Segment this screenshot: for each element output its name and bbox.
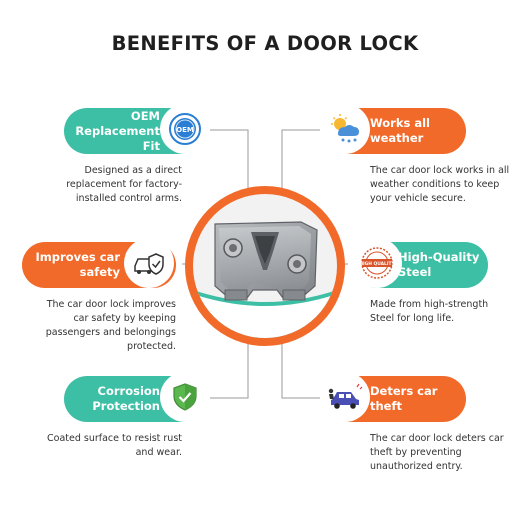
benefit-desc-line: your vehicle secure. bbox=[370, 193, 466, 204]
benefit-desc-line: installed control arms. bbox=[75, 193, 182, 204]
benefit-label-theft: Deters car theft bbox=[370, 384, 437, 414]
benefit-icon-badge-quality: HIGH QUALITY bbox=[352, 238, 402, 288]
benefit-label-line1: High-Quality bbox=[398, 250, 480, 264]
benefit-pill-theft: Deters car theft bbox=[326, 376, 466, 422]
benefit-desc-line: Steel for long life. bbox=[370, 313, 455, 324]
benefit-desc-line: The car door lock works in all bbox=[370, 165, 510, 176]
benefit-label-safety: Improves car safety bbox=[36, 250, 120, 280]
benefit-icon-badge-corrosion bbox=[160, 372, 210, 422]
benefit-desc-line: and wear. bbox=[135, 447, 182, 458]
benefit-desc-line: passengers and belongings bbox=[45, 327, 176, 338]
benefit-desc-line: replacement for factory- bbox=[66, 179, 182, 190]
benefit-label-line1: Deters car bbox=[370, 384, 438, 398]
door-lock-latch-photo bbox=[193, 221, 337, 338]
benefit-desc-safety: The car door lock improves car safety by … bbox=[28, 298, 176, 354]
connector-theft bbox=[281, 338, 320, 399]
benefit-desc-line: theft by preventing bbox=[370, 447, 462, 458]
connector-weather bbox=[281, 129, 320, 198]
benefit-label-quality: High-Quality Steel bbox=[398, 250, 479, 280]
benefit-label-line2: safety bbox=[79, 265, 120, 279]
benefit-desc-corrosion: Coated surface to resist rust and wear. bbox=[32, 432, 182, 460]
benefit-label-line2: Steel bbox=[398, 265, 432, 279]
benefit-icon-badge-weather bbox=[320, 104, 370, 154]
high-quality-stamp-text: HIGH QUALITY bbox=[359, 261, 395, 267]
oem-badge-text: OEM bbox=[176, 126, 194, 134]
benefit-label-line1: OEM bbox=[130, 108, 160, 123]
benefit-icon-badge-oem: OEM bbox=[160, 104, 210, 154]
benefit-label-oem: OEM Replacement Fit bbox=[64, 109, 160, 154]
benefit-desc-line: Designed as a direct bbox=[84, 165, 183, 176]
benefit-label-line1: Works all bbox=[370, 116, 430, 130]
benefit-desc-line: weather conditions to keep bbox=[370, 179, 500, 190]
shield-check-icon bbox=[173, 383, 197, 411]
benefit-label-line2: Replacement Fit bbox=[75, 123, 160, 153]
oem-badge-icon: OEM bbox=[169, 113, 201, 145]
benefit-label-line2: weather bbox=[370, 131, 424, 145]
benefit-icon-badge-safety bbox=[124, 238, 174, 288]
benefit-label-line2: Protection bbox=[92, 399, 160, 413]
benefit-label-weather: Works all weather bbox=[370, 116, 430, 146]
page-title: BENEFITS OF A DOOR LOCK bbox=[111, 32, 419, 55]
benefit-label-corrosion: Corrosion Protection bbox=[92, 384, 160, 414]
benefit-desc-line: Coated surface to resist rust bbox=[47, 433, 182, 444]
benefit-label-line2: theft bbox=[370, 399, 402, 413]
benefit-desc-line: Made from high-strength bbox=[370, 299, 489, 310]
connector-oem bbox=[210, 129, 249, 198]
weather-icon bbox=[331, 114, 359, 143]
connector-corrosion bbox=[210, 338, 249, 399]
benefit-desc-line: car safety by keeping bbox=[73, 313, 176, 324]
car-shield-icon bbox=[134, 253, 164, 275]
thief-car-icon bbox=[328, 383, 363, 409]
benefit-desc-line: protected. bbox=[127, 341, 176, 352]
benefit-desc-weather: The car door lock works in all weather co… bbox=[370, 164, 520, 206]
high-quality-stamp-icon: HIGH QUALITY bbox=[359, 247, 395, 279]
benefit-desc-line: The car door lock deters car bbox=[370, 433, 504, 444]
benefit-desc-line: unauthorized entry. bbox=[370, 461, 463, 472]
benefit-label-line1: Corrosion bbox=[97, 384, 160, 398]
benefit-icon-badge-theft bbox=[320, 372, 370, 422]
benefit-label-line1: Improves car bbox=[35, 250, 120, 264]
benefit-desc-theft: The car door lock deters car theft by pre… bbox=[370, 432, 520, 474]
door-lock-image bbox=[193, 194, 337, 338]
benefit-desc-line: The car door lock improves bbox=[46, 299, 176, 310]
benefit-desc-oem: Designed as a direct replacement for fact… bbox=[32, 164, 182, 206]
